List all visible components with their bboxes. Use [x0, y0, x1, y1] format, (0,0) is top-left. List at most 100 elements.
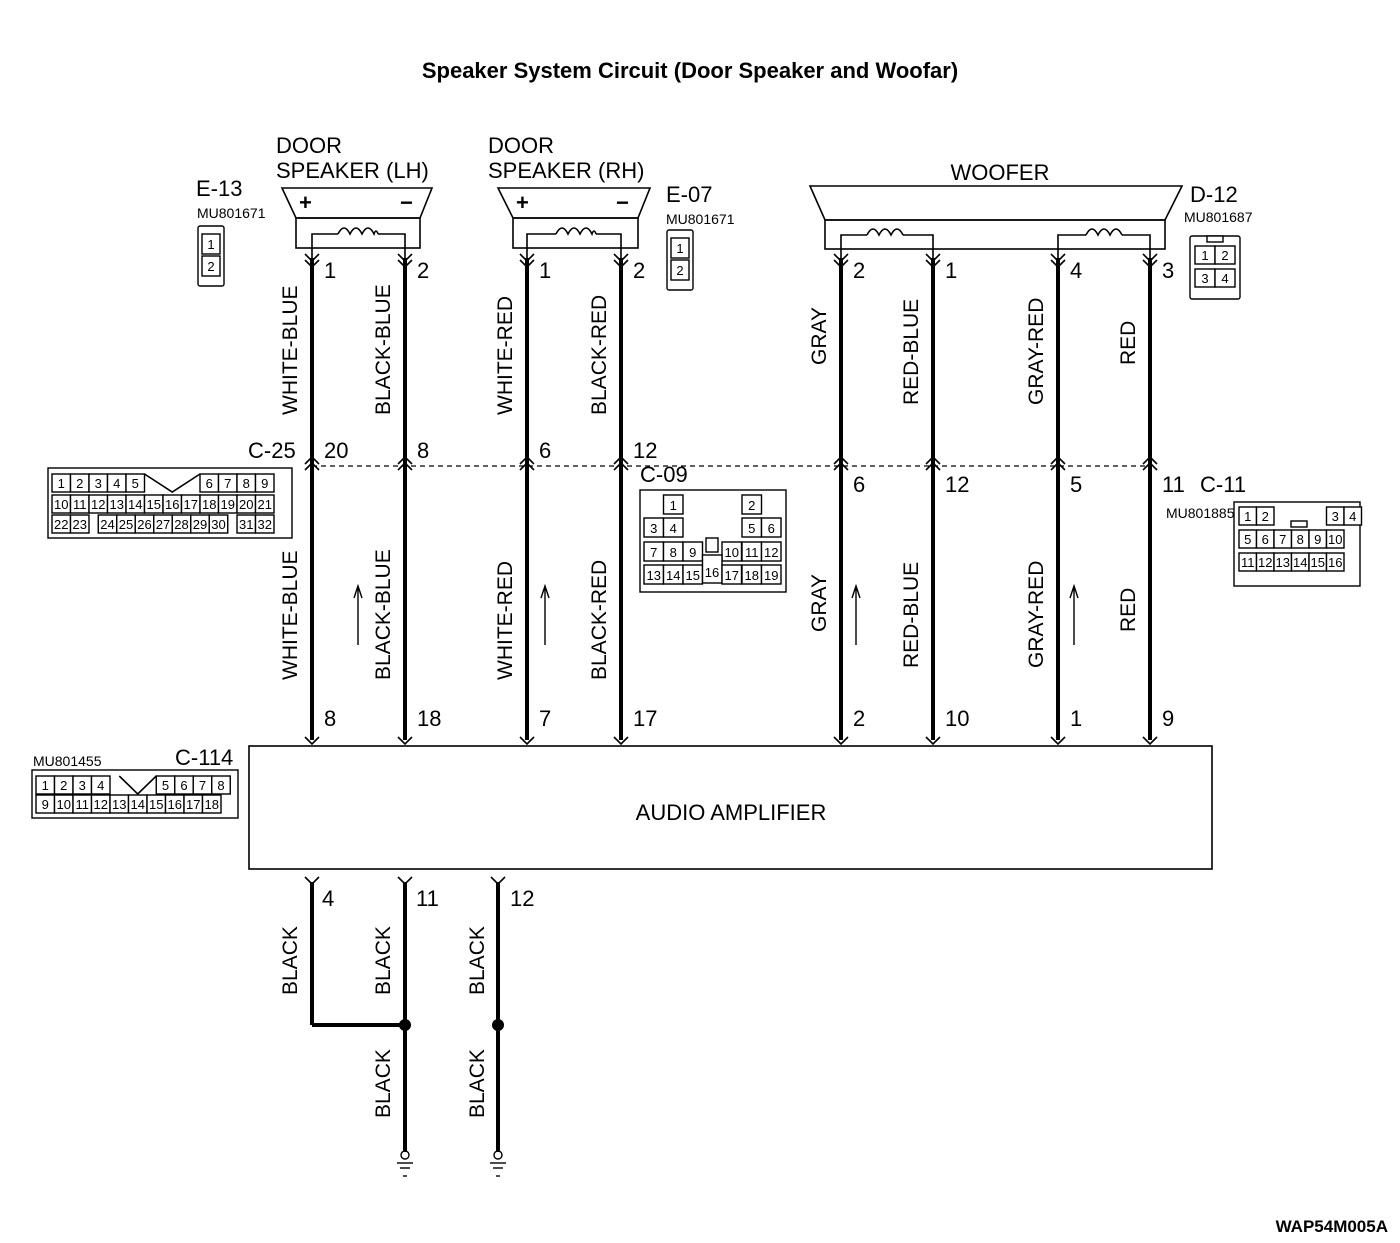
connector-e07-label: E-07: [666, 182, 712, 207]
connector-c11-label: C-11: [1200, 472, 1246, 497]
pin-number: 8: [324, 706, 336, 731]
connector-c09-pin: 18: [745, 568, 759, 583]
connector-e13-cell: [201, 233, 221, 255]
pin-number: 12: [510, 886, 534, 911]
connector-c114-pin: 15: [149, 797, 163, 812]
connector-c25-pin: 26: [137, 517, 151, 532]
connector-c114-part: MU801455: [33, 753, 102, 769]
door-speaker-lh-label-line1: DOOR: [276, 133, 342, 158]
connector-c25-label: C-25: [248, 438, 296, 463]
wire-color-label: WHITE-RED: [494, 296, 517, 415]
connector-c11-latch: [1290, 520, 1308, 528]
connector-c25-cell: [254, 514, 275, 534]
connector-d12-label: D-12: [1190, 182, 1238, 207]
connector-c25-pin: 11: [73, 497, 87, 512]
woofer-body: [824, 219, 1166, 250]
connector-d12-pin: 4: [1221, 271, 1228, 286]
connector-c09-cell: [760, 541, 782, 562]
coil-leads: [526, 233, 622, 258]
pin-number: 2: [853, 706, 865, 731]
pin-number: 10: [945, 706, 969, 731]
plus-terminal: +: [516, 190, 529, 215]
connector-c09-cell: [662, 494, 684, 515]
wire-color-label: BLACK-RED: [588, 295, 611, 415]
connector-c11-cell: [1255, 506, 1275, 526]
wire-color-label: BLACK: [372, 1049, 395, 1118]
splice-point: [399, 1019, 411, 1031]
connector-d12-cell: [1214, 245, 1236, 265]
connector-c11-pin: 3: [1332, 509, 1339, 524]
ground-icon: [397, 1150, 413, 1177]
connector-c114-pin: 5: [162, 778, 169, 793]
connector-e07-cell: [670, 259, 690, 281]
connector-c09-pin: 8: [670, 545, 677, 560]
pin-number: 4: [1070, 258, 1082, 283]
coil-icon: [1085, 228, 1123, 237]
connector-c25-cell: [69, 514, 90, 534]
pin-number: 12: [633, 438, 657, 463]
connector-e13-label: E-13: [196, 176, 242, 201]
terminal-mark: [925, 253, 941, 269]
connector-c09-pin: 9: [689, 545, 696, 560]
connector-c25-pin: 18: [202, 497, 216, 512]
connector-c09-pin: 6: [768, 521, 775, 536]
connector-c25-pin: 2: [76, 476, 83, 491]
terminal-mark: [1050, 455, 1066, 471]
connector-e13-cell: [201, 255, 221, 277]
terminal-mark: [304, 736, 320, 746]
connector-c09-pin: 7: [650, 545, 657, 560]
connector-e07-pin: 1: [676, 241, 683, 256]
connector-c09-pin: 19: [764, 568, 778, 583]
connector-c25-pin: 9: [261, 476, 268, 491]
connector-c11-pin: 2: [1262, 509, 1269, 524]
coil-icon: [337, 227, 379, 237]
connector-c25-pin: 30: [211, 517, 225, 532]
pin-number: 12: [945, 472, 969, 497]
coil-icon: [866, 228, 904, 237]
pin-number: 2: [417, 258, 429, 283]
connector-c114-pin: 7: [199, 778, 206, 793]
connector-c09-pin: 4: [670, 521, 677, 536]
minus-terminal: −: [616, 190, 629, 215]
wire-color-label: BLACK: [279, 926, 302, 995]
connector-c11-pin: 15: [1311, 555, 1325, 570]
audio-amplifier-box: [248, 745, 1213, 870]
connector-c25-pin: 4: [113, 476, 120, 491]
connector-c25-pin: 21: [258, 497, 272, 512]
wire-color-label: BLACK: [372, 926, 395, 995]
connector-c25-pin: 8: [243, 476, 250, 491]
connector-c114-key: [118, 775, 157, 796]
terminal-mark: [1142, 455, 1158, 471]
terminal-mark: [925, 736, 941, 746]
door-speaker-rh-label-line1: DOOR: [488, 133, 554, 158]
connector-c09-cell: [682, 541, 704, 562]
connector-c114-pin: 6: [180, 778, 187, 793]
connector-c11-pin: 7: [1279, 532, 1286, 547]
connector-e13-pin: 2: [207, 259, 214, 274]
connector-c25-pin: 25: [119, 517, 133, 532]
connector-c25-pin: 5: [132, 476, 139, 491]
wire-color-label: RED: [1117, 588, 1140, 632]
connector-c11-pin: 10: [1328, 532, 1342, 547]
connector-c25-pin: 16: [165, 497, 179, 512]
connector-c25-pin: 23: [73, 517, 87, 532]
connector-c09-pin: 15: [686, 568, 700, 583]
connector-c11-cell: [1325, 529, 1345, 549]
plus-terminal: +: [299, 190, 312, 215]
connector-c25-cell: [254, 494, 275, 514]
door-speaker-lh-label-line2: SPEAKER (LH): [276, 158, 429, 183]
pin-number: 8: [417, 438, 429, 463]
connector-c114-pin: 2: [60, 778, 67, 793]
pin-number: 1: [1070, 706, 1082, 731]
audio-amplifier-label: AUDIO AMPLIFIER: [636, 800, 827, 825]
terminal-mark: [613, 455, 629, 471]
pin-number: 3: [1162, 258, 1174, 283]
connector-d12-pin: 3: [1201, 271, 1208, 286]
connector-c11-cell: [1343, 506, 1363, 526]
terminal-mark: [1050, 736, 1066, 746]
connector-c11-cell: [1325, 552, 1345, 572]
terminal-mark: [1050, 253, 1066, 269]
wire-color-label: WHITE-RED: [494, 561, 517, 680]
